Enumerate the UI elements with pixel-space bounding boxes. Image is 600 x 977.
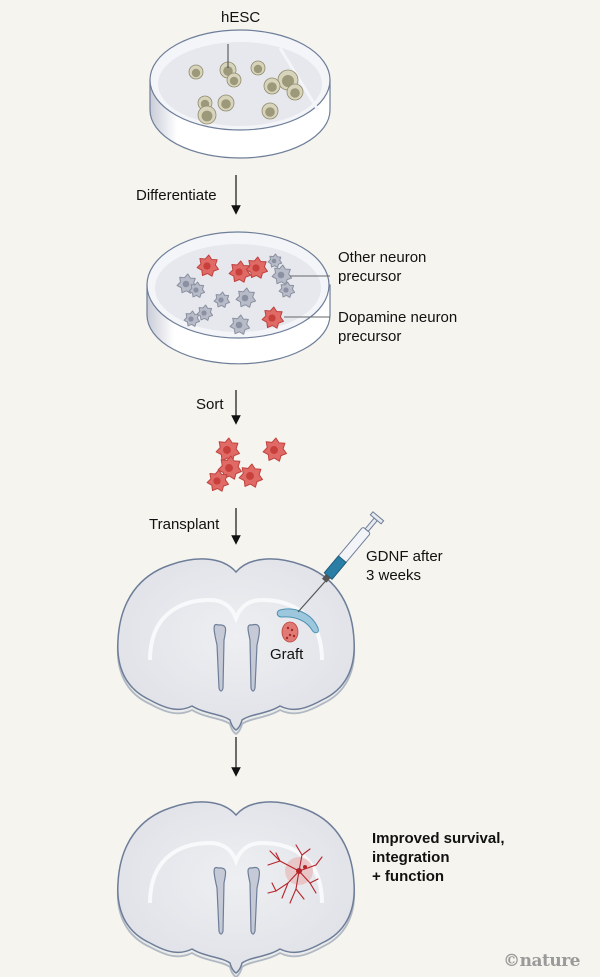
dopamine-neuron-precursor (261, 306, 284, 329)
hesc-cell (286, 83, 304, 101)
other-neuron-precursor (213, 291, 231, 308)
nature-credit: ©nature (503, 951, 580, 971)
hesc-cell (188, 64, 204, 80)
other-neuron-precursor (278, 281, 296, 298)
other-neuron-precursor (196, 304, 214, 321)
dopamine-neuron-precursor (196, 254, 219, 277)
hesc-cell (261, 102, 279, 120)
gdnf-deposit (276, 608, 319, 634)
petri-dish-precursors (146, 231, 331, 365)
hesc-cell (226, 72, 242, 88)
label-outcome-line2: integration (372, 849, 450, 866)
dish2-cells (176, 253, 296, 335)
sorted-dopamine-cell (215, 437, 240, 462)
label-gdnf-line1: GDNF after (366, 548, 443, 565)
other-neuron-precursor (188, 281, 206, 298)
label-other-neuron-line2: precursor (338, 268, 402, 285)
label-transplant: Transplant (149, 516, 220, 533)
sorted-dopamine-cell (206, 469, 229, 492)
other-neuron-precursor (229, 314, 251, 335)
label-outcome-line1: Improved survival, (372, 830, 505, 847)
label-graft: Graft (270, 646, 304, 663)
other-neuron-precursor (267, 253, 283, 268)
hesc-cell (217, 94, 235, 112)
dopamine-neuron-precursor (245, 256, 268, 279)
hesc-cells (188, 60, 304, 125)
label-hesc: hESC (221, 9, 261, 26)
petri-dish-hesc (149, 29, 331, 159)
hesc-cell (197, 105, 217, 125)
label-outcome-line3: + function (372, 868, 445, 885)
integrated-neuron (267, 844, 323, 904)
sorted-dopamine-cell (217, 455, 242, 480)
label-gdnf-line2: 3 weeks (366, 567, 422, 584)
graft (281, 621, 299, 643)
hesc-cell (263, 77, 281, 95)
dopamine-neuron-precursor (228, 260, 251, 283)
sorted-dopamine-cell (238, 463, 263, 488)
syringe-icon (297, 511, 385, 613)
label-differentiate: Differentiate (136, 187, 217, 204)
other-neuron-precursor (235, 287, 257, 308)
label-dopamine-neuron-line1: Dopamine neuron (338, 309, 458, 326)
brain-outcome-outline (116, 801, 356, 977)
label-sort: Sort (196, 396, 224, 413)
brain-transplant-outline (116, 558, 356, 736)
other-neuron-precursor (271, 264, 293, 285)
hesc-cell (250, 60, 266, 76)
label-other-neuron-line1: Other neuron (338, 249, 427, 266)
label-dopamine-neuron-line2: precursor (338, 328, 402, 345)
sorted-dopamine-cells (206, 437, 287, 492)
sorted-dopamine-cell (262, 437, 287, 462)
